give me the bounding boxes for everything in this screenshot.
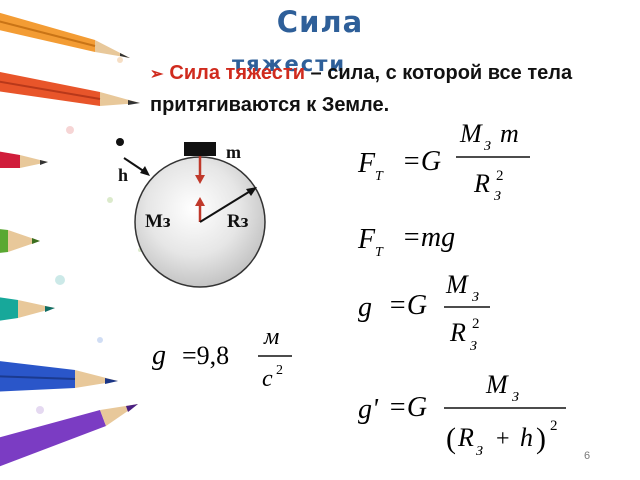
title-line-2: тяжести <box>232 52 347 76</box>
definition-rest: – сила, с которой все тела притягиваются… <box>150 62 573 116</box>
f5-den-r-sub: З <box>476 444 483 459</box>
f5-den-sup: 2 <box>550 418 558 434</box>
label-h: h <box>118 165 128 185</box>
height-arrow-head-icon <box>140 166 150 176</box>
f1-den: R <box>473 169 490 198</box>
f5-den-h: h <box>520 423 533 452</box>
radius-arrow-head-icon <box>246 187 257 196</box>
f1-num-m: m <box>500 119 519 148</box>
formula-gravity-force: F T =G M З m R З 2 <box>357 119 530 204</box>
label-earth-mass: Mз <box>145 211 171 232</box>
page-number: 6 <box>584 450 591 462</box>
f3-left: g <box>358 292 372 323</box>
formula-weight: F T =mg <box>357 222 455 260</box>
pencil-crimson <box>0 151 48 168</box>
f5-den-plus: + <box>496 426 510 452</box>
f5-den-close: ) <box>536 422 546 455</box>
arrow-bullet-icon: ➢ <box>150 66 164 83</box>
pencil-green <box>0 229 40 253</box>
formula-g-at-height: g' =G M З ( R З + h ) 2 <box>358 370 566 459</box>
f1-eq: =G <box>402 146 441 177</box>
raised-point <box>116 138 124 146</box>
mass-block <box>184 142 216 156</box>
f1-num-sub: З <box>484 139 491 154</box>
definition-term: Сила тяжести <box>169 62 305 84</box>
f1-den-sup: 2 <box>496 168 504 184</box>
slide-title: Сила тяжести <box>0 5 640 76</box>
f4-eq: =9,8 <box>182 341 229 370</box>
pencil-orange <box>0 12 130 58</box>
gravity-arrow-head-icon <box>195 175 205 184</box>
f3-den-sup: 2 <box>472 316 480 332</box>
f3-num: M <box>445 270 469 299</box>
f2-rhs: =mg <box>402 222 455 253</box>
f5-den-r: R <box>457 423 474 452</box>
f3-den-sub: З <box>470 339 477 354</box>
f4-den: с <box>262 366 273 392</box>
f1-left-sub: T <box>375 169 384 184</box>
definition-text: ➢ Сила тяжести – сила, с которой все тела… <box>150 58 630 120</box>
reaction-arrow-head-icon <box>195 197 205 206</box>
pencil-blue <box>0 361 118 392</box>
f4-den-sup: 2 <box>276 363 283 378</box>
pencil-teal <box>0 297 55 321</box>
f5-eq: =G <box>388 392 427 423</box>
label-m: m <box>226 142 241 162</box>
f4-left: g <box>152 340 166 371</box>
formula-g-value: g =9,8 м с 2 <box>152 324 292 392</box>
f1-num: M <box>459 119 483 148</box>
f2-left: F <box>357 224 376 255</box>
label-earth-radius: Rз <box>227 211 249 232</box>
f5-num-sub: З <box>512 390 519 405</box>
f3-num-sub: З <box>472 290 479 305</box>
pencil-purple <box>0 404 138 467</box>
f2-left-sub: T <box>375 245 384 260</box>
f5-left: g' <box>358 394 379 425</box>
f3-eq: =G <box>388 290 427 321</box>
f3-den: R <box>449 318 466 347</box>
f1-den-sub: З <box>494 189 501 204</box>
title-line-1: Сила <box>276 5 364 39</box>
f1-left: F <box>357 148 376 179</box>
radius-line <box>199 189 253 223</box>
f4-num: м <box>263 324 279 350</box>
f5-num: M <box>485 370 509 399</box>
pencil-red-orange <box>0 72 140 106</box>
formula-g-acceleration: g =G M З R З 2 <box>358 270 490 354</box>
f5-den-open: ( <box>446 422 456 455</box>
